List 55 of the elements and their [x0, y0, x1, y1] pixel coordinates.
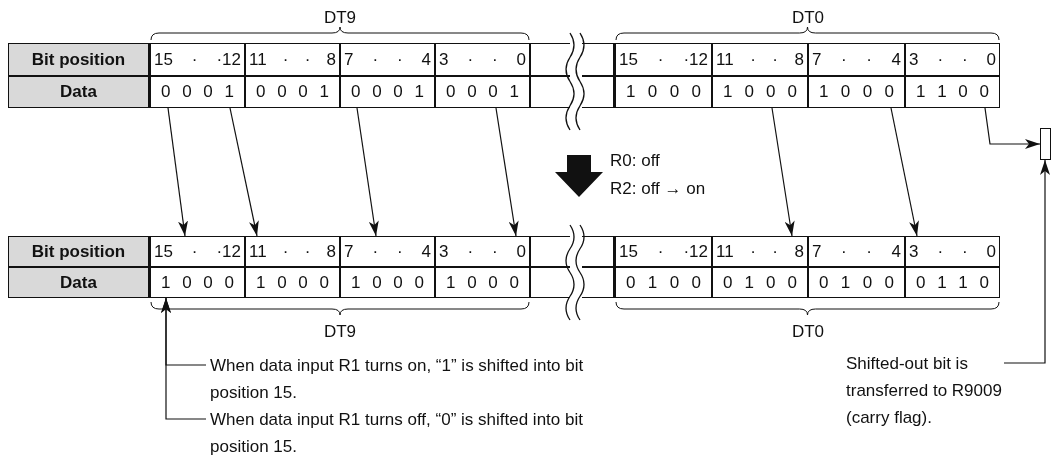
data-cell: 1 0 0 0 [712, 76, 808, 108]
bit-position-cell: 11 · · 8 [245, 43, 340, 76]
bit-position-cell: 3 · · 0 [905, 43, 1000, 76]
bit-position-cell: 11 · · 8 [245, 236, 340, 267]
header-cell: Data [8, 76, 150, 108]
note-text: When data input R1 turns off, “0” is shifted into bit position 15. [210, 406, 635, 460]
data-cell: 1 0 0 0 [808, 76, 905, 108]
arrow [167, 107, 188, 237]
bit-position-cell: 7 · · 4 [340, 43, 435, 76]
data-cell: 1 0 0 0 [340, 267, 435, 298]
carry-flag-box [1040, 128, 1051, 160]
bit-position-cell: 15 · ·12 [615, 236, 712, 267]
bit-position-cell: 3 · · 0 [435, 43, 530, 76]
data-cell: 1 0 0 0 [435, 267, 530, 298]
arrow [161, 297, 207, 420]
bit-position-cell: 15 · ·12 [150, 236, 245, 267]
bit-position-cell: 3 · · 0 [905, 236, 1000, 267]
data-cell: 1 0 0 0 [150, 267, 245, 298]
arrow [984, 107, 1041, 149]
data-cell: 0 1 1 0 [905, 267, 1000, 298]
bit-position-cell: 11 · · 8 [712, 236, 808, 267]
arrow [229, 107, 259, 237]
data-cell: 0 0 0 1 [245, 76, 340, 108]
bit-position-cell: 7 · · 4 [340, 236, 435, 267]
data-cell: 0 1 0 0 [615, 267, 712, 298]
bit-position-cell: 7 · · 4 [808, 43, 905, 76]
data-cell: 0 1 0 0 [712, 267, 808, 298]
arrow [495, 107, 519, 237]
bit-position-cell: 15 · ·12 [150, 43, 245, 76]
register-label: DT9 [323, 322, 357, 342]
data-cell: 0 1 0 0 [808, 267, 905, 298]
data-cell: 0 0 0 1 [435, 76, 530, 108]
arrow [890, 107, 919, 237]
data-cell: 1 0 0 0 [245, 267, 340, 298]
data-cell: 1 1 0 0 [905, 76, 1000, 108]
data-cell: 0 0 0 1 [340, 76, 435, 108]
register-label: DT9 [323, 8, 357, 28]
data-cell: 1 0 0 0 [615, 76, 712, 108]
bit-position-cell: 15 · ·12 [615, 43, 712, 76]
register-label: DT0 [791, 322, 825, 342]
bit-position-cell: 7 · · 4 [808, 236, 905, 267]
condition-label: R2: off → on [610, 179, 706, 199]
note-text: Shifted-out bit is transferred to R9009 (carry flag). [846, 350, 1006, 431]
arrow [356, 107, 379, 237]
bit-position-cell: 3 · · 0 [435, 236, 530, 267]
data-cell: 0 0 0 1 [150, 76, 245, 108]
header-cell: Bit position [8, 236, 150, 267]
register-label: DT0 [791, 8, 825, 28]
condition-label: R0: off [610, 151, 660, 171]
header-cell: Data [8, 267, 150, 298]
header-cell: Bit position [8, 43, 150, 76]
arrow [1003, 159, 1050, 364]
arrow [771, 107, 795, 237]
note-text: When data input R1 turns on, “1” is shifted into bit position 15. [210, 352, 635, 406]
bit-position-cell: 11 · · 8 [712, 43, 808, 76]
